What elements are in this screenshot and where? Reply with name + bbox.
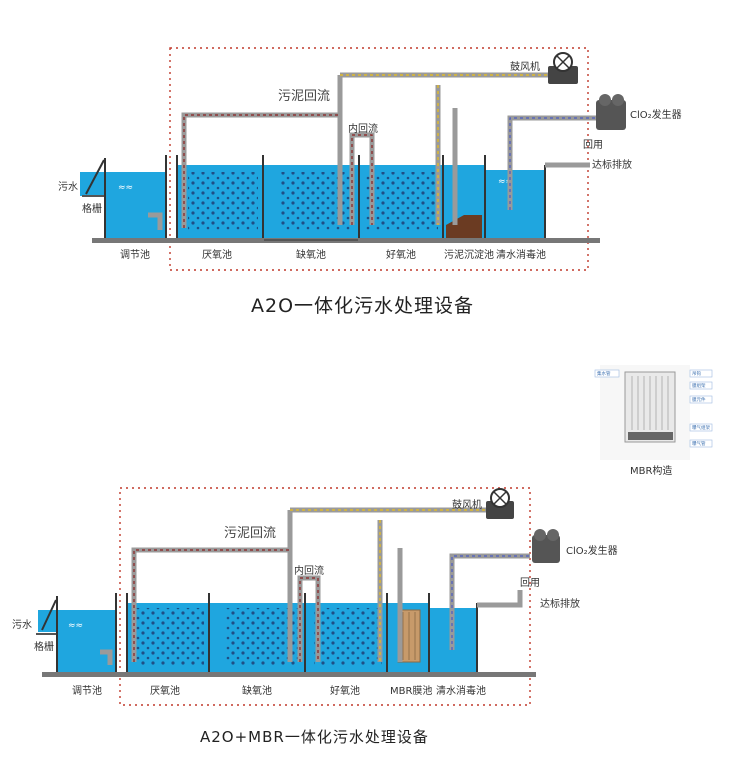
blower-label: 鼓风机: [510, 60, 540, 73]
mbr-inset: 集水管 吊钩 膜组架 膜元件 曝气组架 曝气管 MBR构造: [594, 365, 713, 477]
blower-icon: [486, 501, 514, 519]
inlet-label: 污水: [58, 181, 78, 193]
tank-label: 污泥沉淀池: [444, 248, 494, 261]
svg-text:≈≈: ≈≈: [68, 621, 83, 631]
tank-label: 好氧池: [386, 248, 416, 261]
clo2-generator-icon: [532, 535, 560, 563]
internal-return-label: 内回流: [348, 122, 378, 135]
discharge-label: 达标排放: [540, 597, 580, 610]
diagram-a2o-mbr: ≈≈ 污水 格栅 鼓风机 ClO₂发生: [12, 487, 618, 746]
tank-label: 缺氧池: [242, 684, 272, 697]
diagram-title: A2O一体化污水处理设备: [251, 295, 474, 317]
discharge-label: 达标排放: [592, 158, 632, 171]
bar-screen: [85, 159, 105, 195]
aeration-bubbles-aerobic: [366, 172, 438, 230]
tank-label: 清水消毒池: [436, 684, 486, 697]
equipment-boundary: [169, 47, 589, 271]
inlet-water: [38, 610, 58, 632]
mbr-caption: MBR构造: [630, 464, 672, 477]
mbr-callout: 曝气管: [692, 440, 706, 447]
aeration-bubbles-anaerobic: [188, 172, 258, 230]
tank-label: 清水消毒池: [496, 248, 546, 261]
aeration-bubbles-anaerobic: [136, 608, 204, 666]
tank-label: MBR膜池: [390, 684, 432, 697]
diagram-a2o: ≈≈ ≈≈ 污: [58, 47, 682, 317]
blower-label: 鼓风机: [452, 498, 482, 511]
inlet-label: 污水: [12, 619, 32, 631]
bar-screen: [41, 599, 57, 631]
sludge-return-label: 污泥回流: [224, 526, 276, 541]
tank-label: 缺氧池: [296, 248, 326, 261]
equipment-boundary: [119, 487, 531, 706]
mbr-callout: 集水管: [597, 370, 611, 377]
internal-return-label: 内回流: [294, 564, 324, 577]
tank-disinfect: [486, 170, 544, 238]
tank-label: 厌氧池: [150, 684, 180, 697]
clo2-generator-icon: [596, 100, 626, 130]
blower-icon: [548, 66, 578, 84]
sludge-return-label: 污泥回流: [278, 89, 330, 104]
mbr-callout: 吊钩: [692, 370, 701, 377]
ground-line: [42, 672, 536, 677]
mbr-callout: 膜元件: [692, 396, 706, 403]
screen-label: 格栅: [34, 640, 54, 653]
tank-label: 厌氧池: [202, 248, 232, 261]
reuse-label: 回用: [583, 139, 603, 151]
mbr-callout: 膜组架: [692, 382, 706, 389]
svg-text:≈≈: ≈≈: [498, 177, 513, 187]
screen-label: 格栅: [82, 202, 102, 215]
tank-label: 调节池: [72, 684, 102, 697]
tank-label: 好氧池: [330, 684, 360, 697]
reuse-label: 回用: [520, 577, 540, 589]
aeration-bubbles-aerobic: [314, 608, 382, 666]
clo2-label: ClO₂发生器: [630, 108, 682, 121]
tank-adjust: [58, 610, 116, 672]
mbr-callout: 曝气组架: [692, 424, 710, 431]
aeration-bubbles-anoxic: [280, 172, 354, 230]
tank-adjust: [106, 172, 166, 238]
clo2-label: ClO₂发生器: [566, 544, 618, 557]
diagram-title: A2O+MBR一体化污水处理设备: [200, 728, 429, 746]
svg-text:≈≈: ≈≈: [118, 183, 133, 193]
inlet-water: [80, 172, 105, 196]
tank-label: 调节池: [120, 248, 150, 261]
